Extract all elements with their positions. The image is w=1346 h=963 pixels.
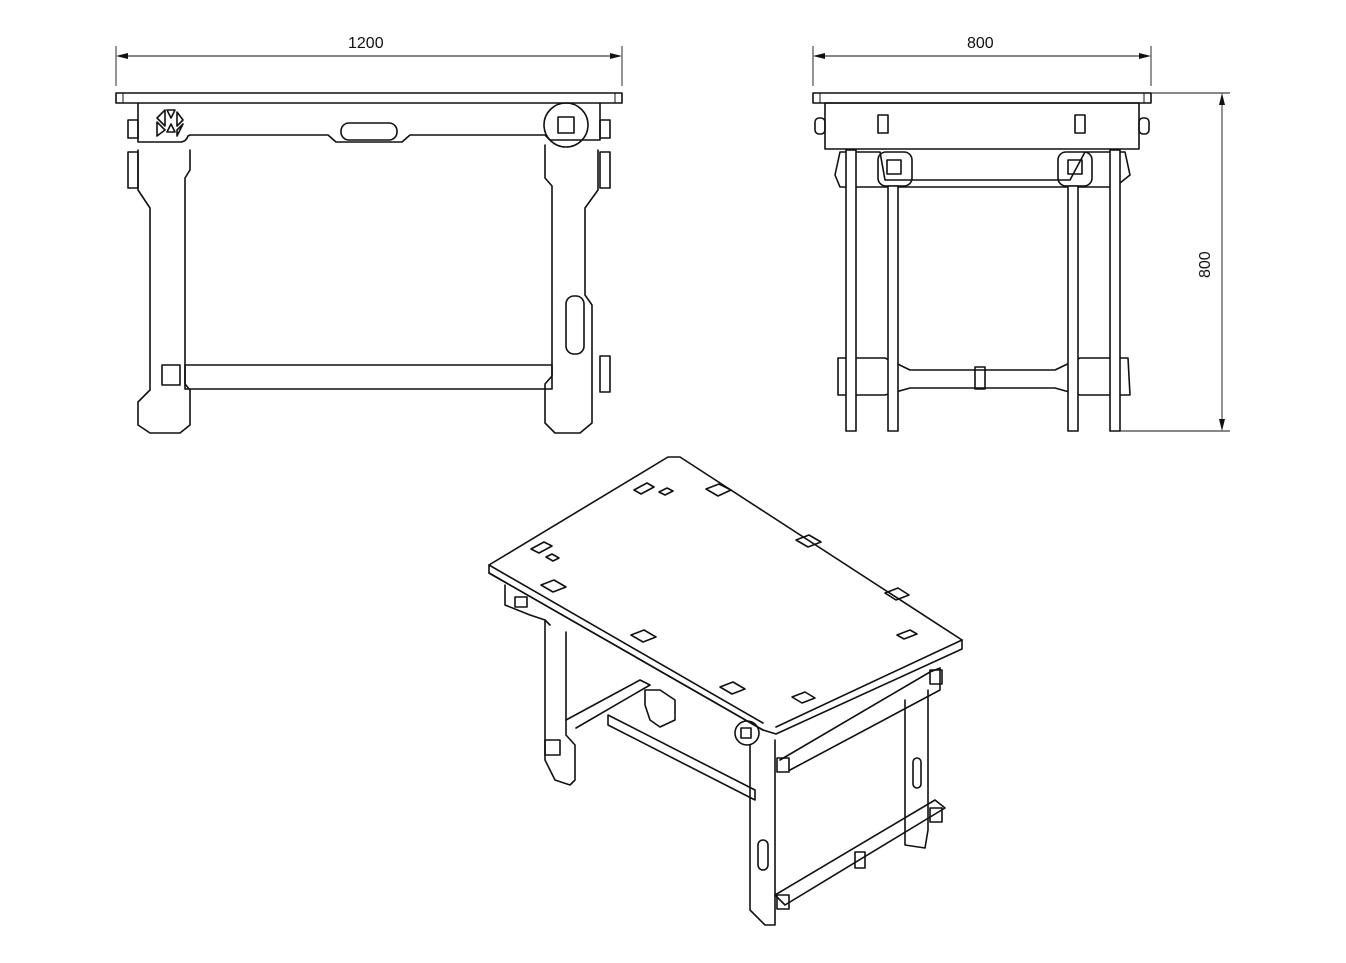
tabletop-edge [115, 92, 623, 104]
leg-slot [565, 295, 585, 355]
hex-fastener [156, 109, 184, 137]
side-width-dimension [812, 46, 1152, 86]
side-view [812, 46, 1230, 432]
apron [137, 102, 601, 143]
front-width-dimension-label: 1200 [348, 35, 384, 52]
iso-tabletop [488, 456, 963, 735]
iso-front-leg [749, 739, 776, 926]
round-boss [543, 102, 589, 148]
iso-top-slots [530, 482, 918, 704]
side-height-dimension [1120, 92, 1230, 432]
left-leg [137, 149, 191, 434]
handle-slot [340, 122, 398, 141]
lower-stretcher [184, 364, 553, 390]
front-width-dimension [115, 46, 623, 86]
isometric-view [488, 456, 963, 926]
right-leg [544, 144, 599, 434]
front-view [115, 46, 623, 434]
side-width-dimension-label: 800 [967, 35, 994, 52]
connector-square [557, 116, 575, 134]
